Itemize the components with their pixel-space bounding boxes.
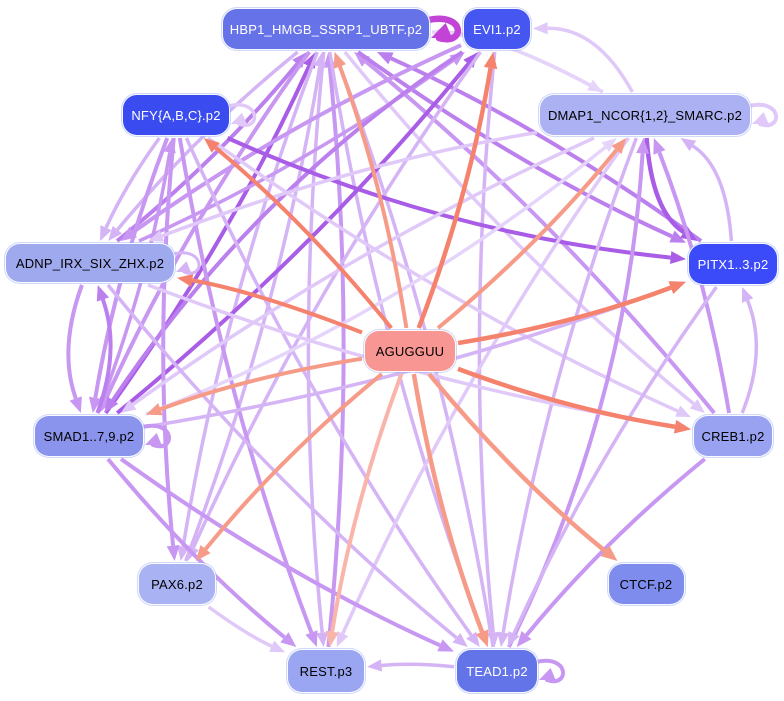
edge-hbp1-creb[interactable] xyxy=(343,50,705,413)
node-label: EVI1.p2 xyxy=(473,21,521,37)
edge-agugguu-smad[interactable] xyxy=(146,356,363,416)
edge-dmap1-evi1[interactable] xyxy=(533,22,634,93)
edge-pax6-rest[interactable] xyxy=(207,605,285,653)
edge-nfy-adnp[interactable] xyxy=(100,136,161,241)
edge-pitx-tead[interactable] xyxy=(507,285,718,647)
edge-agugguu-creb[interactable] xyxy=(457,366,691,434)
node-label: AGUGGUU xyxy=(375,343,445,359)
edge-hbp1-adnp[interactable] xyxy=(108,50,299,241)
node-label: PAX6.p2 xyxy=(151,576,203,592)
edge-nfy-nfy-self-loop[interactable] xyxy=(226,103,257,127)
edge-evi1-tead[interactable] xyxy=(477,51,500,647)
node-ctcf[interactable]: CTCF.p2 xyxy=(607,563,685,605)
edge-adnp-hbp1[interactable] xyxy=(115,52,308,243)
node-label: REST.p3 xyxy=(299,663,353,679)
node-dmap1[interactable]: DMAP1_NCOR{1,2}_SMARC.p2 xyxy=(539,94,751,136)
edge-agugguu-tead[interactable] xyxy=(411,373,489,647)
edge-adnp-adnp-self-loop[interactable] xyxy=(171,251,201,275)
edge-smad-rest[interactable] xyxy=(106,457,297,647)
edge-agugguu-rest[interactable] xyxy=(325,373,404,647)
node-nfy[interactable]: NFY{A,B,C}.p2 xyxy=(122,94,230,136)
edge-evi1-smad[interactable] xyxy=(104,50,464,413)
edge-dmap1-tead[interactable] xyxy=(497,137,638,647)
edge-agugguu-dmap1[interactable] xyxy=(436,138,627,330)
edge-agugguu-nfy[interactable] xyxy=(203,138,393,330)
edge-agugguu-adnp[interactable] xyxy=(177,274,363,335)
edge-agugguu-pitx[interactable] xyxy=(457,281,686,346)
edge-smad-smad-self-loop[interactable] xyxy=(140,423,171,449)
edge-pitx-dmap1[interactable] xyxy=(680,138,734,242)
node-label: PITX1..3.p2 xyxy=(697,256,769,272)
node-rest[interactable]: REST.p3 xyxy=(287,649,365,693)
edge-hbp1-hbp1-self-loop[interactable] xyxy=(424,15,462,43)
edge-hbp1-rest[interactable] xyxy=(306,51,329,647)
edge-smad-tead[interactable] xyxy=(119,457,454,652)
node-label: CTCF.p2 xyxy=(619,576,673,592)
node-label: CREB1.p2 xyxy=(701,428,765,444)
edge-nfy-tead[interactable] xyxy=(184,137,480,647)
edge-smad-adnp[interactable] xyxy=(95,285,113,414)
node-pax6[interactable]: PAX6.p2 xyxy=(138,563,216,605)
node-adnp[interactable]: ADNP_IRX_SIX_ZHX.p2 xyxy=(5,243,175,283)
node-tead[interactable]: TEAD1.p2 xyxy=(456,649,538,693)
node-creb[interactable]: CREB1.p2 xyxy=(693,415,773,457)
node-label: TEAD1.p2 xyxy=(466,663,528,679)
node-hbp1[interactable]: HBP1_HMGB_SSRP1_UBTF.p2 xyxy=(222,8,430,50)
edge-agugguu-hbp1[interactable] xyxy=(333,52,409,329)
edge-smad-evi1[interactable] xyxy=(115,52,479,415)
edge-dmap1-smad[interactable] xyxy=(120,136,595,413)
node-label: HBP1_HMGB_SSRP1_UBTF.p2 xyxy=(229,21,423,37)
node-smad[interactable]: SMAD1..7,9.p2 xyxy=(34,415,144,457)
edge-agugguu-evi1[interactable] xyxy=(416,52,498,329)
node-label: DMAP1_NCOR{1,2}_SMARC.p2 xyxy=(547,107,743,123)
edge-agugguu-pax6[interactable] xyxy=(195,372,384,561)
edge-dmap1-rest[interactable] xyxy=(336,136,630,647)
edge-dmap1-dmap1-self-loop[interactable] xyxy=(747,102,778,128)
edge-creb-pitx[interactable] xyxy=(740,287,759,414)
edge-smad-dmap1[interactable] xyxy=(145,138,617,416)
edge-tead-tead-self-loop[interactable] xyxy=(534,658,565,684)
edge-agugguu-ctcf[interactable] xyxy=(427,372,618,561)
node-label: ADNP_IRX_SIX_ZHX.p2 xyxy=(15,255,165,271)
node-pitx[interactable]: PITX1..3.p2 xyxy=(688,243,778,285)
edge-nfy-creb[interactable] xyxy=(207,136,691,418)
node-evi1[interactable]: EVI1.p2 xyxy=(463,8,531,50)
edge-adnp-tead[interactable] xyxy=(106,283,468,647)
edge-nfy-pitx[interactable] xyxy=(226,136,686,265)
edge-adnp-smad[interactable] xyxy=(66,284,84,413)
node-agugguu[interactable]: AGUGGUU xyxy=(364,330,456,372)
edge-hbp1-pitx[interactable] xyxy=(356,50,686,243)
node-label: NFY{A,B,C}.p2 xyxy=(131,107,221,123)
node-label: SMAD1..7,9.p2 xyxy=(43,428,135,444)
edge-tead-rest[interactable] xyxy=(367,659,455,672)
edge-dmap1-adnp[interactable] xyxy=(148,130,538,242)
edge-creb-tead[interactable] xyxy=(516,457,707,647)
